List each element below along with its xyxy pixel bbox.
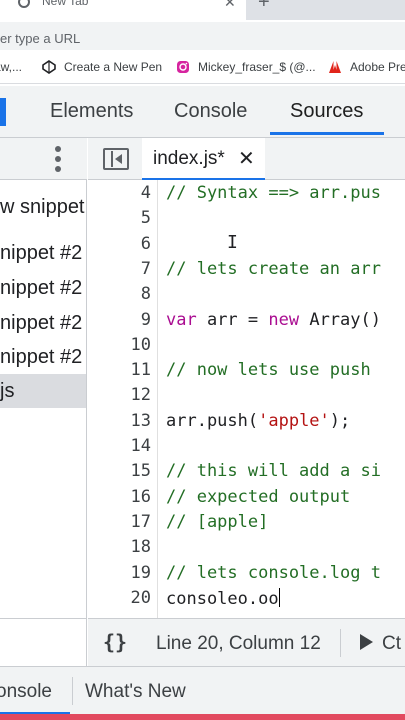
snippet-item[interactable]: nippet #2 — [0, 346, 83, 368]
tab-sources[interactable]: Sources — [290, 100, 364, 122]
code-line[interactable]: // lets console.log t — [166, 562, 381, 583]
line-number: 15 — [130, 461, 151, 482]
instagram-icon — [177, 61, 189, 73]
bookmark-item[interactable]: aw,... — [0, 60, 22, 74]
snippet-item[interactable]: nippet #2 — [0, 312, 83, 334]
more-options-icon[interactable] — [52, 146, 64, 172]
line-number: 8 — [140, 284, 151, 305]
browser-tab[interactable]: New Tab ✕ — [0, 0, 246, 20]
editor-tabbar: index.js* ✕ — [88, 138, 405, 181]
code-line[interactable]: // lets create an arr — [166, 258, 381, 279]
line-number: 18 — [130, 537, 151, 558]
bookmark-label: Create a New Pen — [64, 60, 163, 74]
line-number: 12 — [130, 385, 151, 406]
code-line[interactable]: // now lets use push — [166, 360, 371, 381]
snippet-item[interactable]: nippet #2 — [0, 242, 83, 264]
snippet-item[interactable]: nippet #2 — [0, 277, 83, 299]
divider — [72, 677, 73, 705]
pretty-print-button[interactable]: {} — [103, 630, 128, 654]
tab-title: New Tab — [42, 0, 89, 8]
code-line[interactable]: // [apple] — [166, 511, 269, 532]
line-number: 11 — [130, 360, 151, 381]
inspect-icon[interactable] — [0, 98, 6, 126]
code-line[interactable]: consoleo.oo — [166, 587, 280, 609]
devtools-tabbar: Elements Console Sources — [0, 86, 405, 138]
file-tab-index-js[interactable]: index.js* ✕ — [142, 138, 265, 181]
toggle-navigator-icon[interactable] — [103, 148, 129, 170]
code-line[interactable]: // Syntax ==> arr.pus — [166, 183, 381, 203]
code-line[interactable]: // expected output — [166, 486, 351, 507]
navigator-footer — [0, 618, 87, 666]
chrome-icon — [18, 0, 30, 8]
bookmark-label: aw,... — [0, 60, 23, 74]
line-number: 17 — [130, 511, 151, 532]
line-number: 4 — [140, 183, 151, 203]
cursor-position: Line 20, Column 12 — [156, 633, 321, 654]
divider — [340, 629, 341, 657]
line-number-gutter: 4 5 6 7 8 9 10 11 12 13 14 15 16 17 18 19 20 — [88, 180, 158, 618]
active-drawer-indicator — [0, 712, 70, 715]
snippet-item-selected[interactable]: js — [0, 374, 86, 408]
line-number: 19 — [130, 562, 151, 583]
bookmark-label: Mickey_fraser_$ (@... — [198, 60, 316, 74]
line-number: 14 — [130, 436, 151, 456]
close-icon[interactable]: ✕ — [238, 148, 255, 170]
bookmark-item[interactable]: Create a New Pen — [42, 60, 162, 74]
text-cursor-icon: I — [227, 232, 238, 253]
new-snippet-item[interactable]: w snippet — [0, 196, 85, 218]
editor-statusbar: {} Line 20, Column 12 Ct — [88, 618, 405, 666]
text-caret — [278, 587, 280, 607]
adobe-icon — [329, 61, 341, 73]
bookmarks-bar: aw,... Create a New Pen Mickey_fraser_$ … — [0, 52, 405, 84]
drawer-tab-whats-new[interactable]: What's New — [85, 681, 186, 702]
run-snippet-icon[interactable] — [360, 634, 373, 650]
codepen-icon — [42, 60, 56, 74]
devtools-drawer: onsole What's New — [0, 666, 405, 715]
tab-elements[interactable]: Elements — [50, 100, 134, 122]
drawer-tab-console[interactable]: onsole — [0, 681, 52, 702]
line-number: 13 — [130, 410, 151, 431]
bottom-accent-bar — [0, 714, 405, 720]
omnibox-row: er type a URL — [0, 20, 405, 52]
code-line[interactable]: arr.push('apple'); — [166, 410, 351, 431]
navigator-header — [0, 138, 87, 180]
active-file-indicator — [142, 178, 265, 181]
tab-console[interactable]: Console — [174, 100, 248, 122]
run-shortcut-label: Ct — [382, 633, 401, 654]
line-number: 16 — [130, 486, 151, 507]
active-tab-indicator — [270, 132, 384, 135]
line-number: 6 — [140, 233, 151, 254]
bookmark-label: Adobe Pre — [350, 60, 405, 74]
new-tab-button[interactable]: + — [258, 0, 270, 13]
bookmark-item[interactable]: Mickey_fraser_$ (@... — [176, 60, 316, 74]
snippets-navigator: w snippet nippet #2 nippet #2 nippet #2 … — [0, 138, 87, 618]
line-number: 5 — [140, 208, 151, 229]
bookmark-item[interactable]: Adobe Pre — [328, 60, 405, 74]
address-bar[interactable]: er type a URL — [0, 22, 405, 50]
address-placeholder: er type a URL — [0, 31, 81, 46]
line-number: 10 — [130, 334, 151, 355]
file-tab-label: index.js* — [153, 148, 225, 169]
close-icon[interactable]: ✕ — [224, 0, 236, 10]
code-editor[interactable]: 4 5 6 7 8 9 10 11 12 13 14 15 16 17 18 19 20 // Syntax =… — [88, 180, 405, 618]
browser-tabstrip: New Tab ✕ + — [0, 0, 405, 20]
line-number: 9 — [140, 309, 151, 330]
code-line[interactable]: // this will add a si — [166, 461, 381, 482]
line-number: 20 — [130, 587, 151, 608]
code-line[interactable]: var arr = new Array() — [166, 309, 381, 330]
line-number: 7 — [140, 258, 151, 279]
